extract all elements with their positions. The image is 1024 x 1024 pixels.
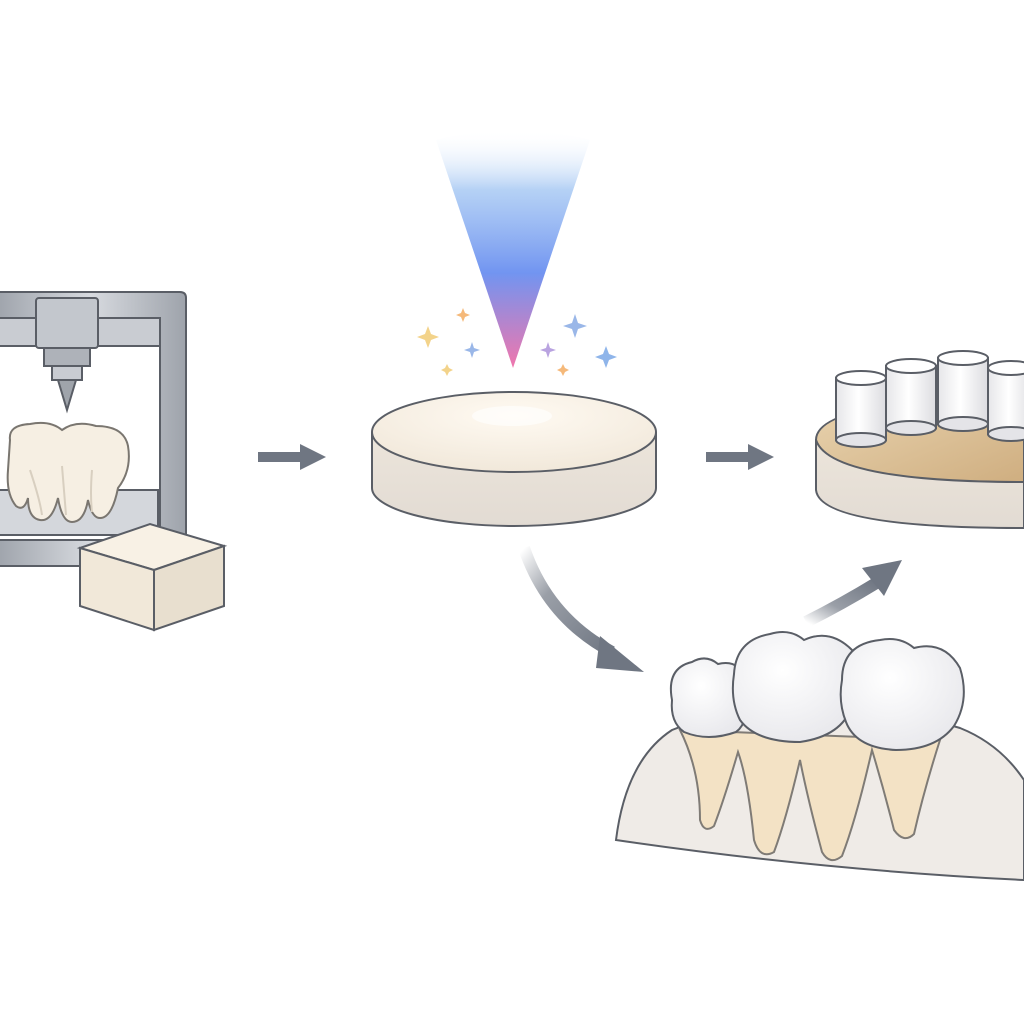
sparkle-icons (417, 308, 617, 376)
arrow-milling-to-sintering (258, 444, 326, 470)
disc-top (371, 391, 657, 473)
sintering-step (371, 130, 657, 527)
arrow-sintering-to-restoration (518, 546, 644, 672)
tooth-roots (678, 728, 942, 862)
crown-right (839, 638, 965, 752)
spindle-head (35, 297, 99, 349)
milling-machine (0, 291, 228, 632)
cylinder-blank-4 (987, 360, 1024, 442)
restoration-step (614, 631, 1024, 882)
light-beam (436, 130, 590, 368)
cylinder-blank-2 (885, 358, 937, 436)
arrow-sintering-to-blanks (706, 444, 774, 470)
arrow-restoration-to-blanks (803, 560, 902, 628)
cylinder-blank-1 (835, 370, 887, 448)
milling-bit (56, 379, 78, 414)
cylinder-blank-3 (937, 350, 989, 432)
ceramic-block (76, 522, 228, 632)
crown-middle (731, 631, 858, 744)
crown-blanks-step (814, 350, 1024, 530)
